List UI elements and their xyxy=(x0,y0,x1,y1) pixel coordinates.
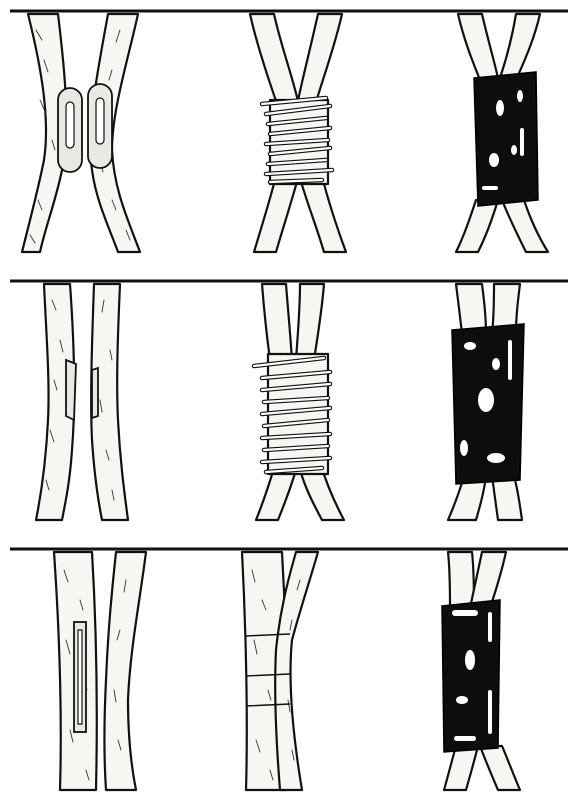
row-2-string-wrap-panel xyxy=(254,284,344,520)
row-1-string-wrap-panel xyxy=(250,14,346,252)
left-slant-cut xyxy=(66,360,76,420)
grafting-tape xyxy=(474,72,538,206)
row-2-tape-wrap-panel xyxy=(448,284,524,520)
lower-left-stem xyxy=(254,176,298,252)
lower-right-stem xyxy=(300,176,346,252)
row-3-tape-wrap-panel xyxy=(442,552,520,790)
right-stem xyxy=(105,552,147,790)
row-2-cut-faces-panel xyxy=(36,284,128,520)
row-1-cut-faces-panel xyxy=(22,14,140,252)
row-2 xyxy=(36,284,524,520)
right-slant-cut xyxy=(92,368,98,418)
row-3-joined-stem-panel xyxy=(242,552,318,790)
row-1 xyxy=(22,14,548,252)
row-3-cut-faces-panel xyxy=(54,552,146,790)
row-1-tape-wrap-panel xyxy=(456,14,548,252)
row-3 xyxy=(54,552,520,790)
